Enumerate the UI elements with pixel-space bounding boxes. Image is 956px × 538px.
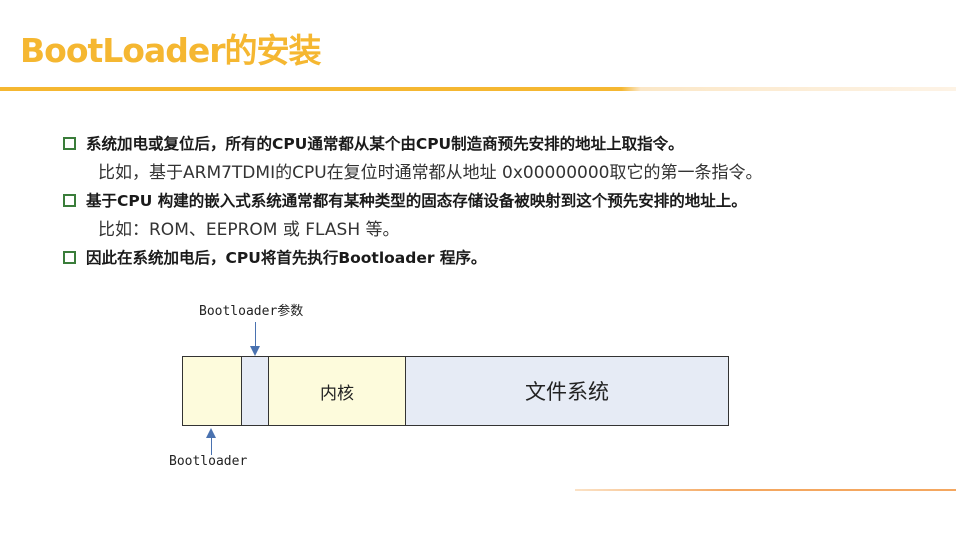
footer-divider <box>575 489 956 491</box>
segment-kernel: 内核 <box>268 356 406 426</box>
segment-bootloader <box>182 356 242 426</box>
bullet-3-text: 因此在系统加电后，CPU将首先执行Bootloader 程序。 <box>86 249 487 267</box>
bullet-2-sub: 比如：ROM、EEPROM 或 FLASH 等。 <box>98 220 400 240</box>
bootloader-arrow-line <box>211 437 212 455</box>
bullet-1: 系统加电或复位后，所有的CPU通常都从某个由CPU制造商预先安排的地址上取指令。 <box>63 132 684 154</box>
bootloader-params-label: Bootloader参数 <box>199 304 304 319</box>
segment-filesystem: 文件系统 <box>405 356 729 426</box>
checkbox-bullet-icon <box>63 136 76 150</box>
bootloader-label: Bootloader <box>169 454 248 469</box>
params-arrow-line <box>255 322 256 348</box>
bullet-1-text: 系统加电或复位后，所有的CPU通常都从某个由CPU制造商预先安排的地址上取指令。 <box>86 135 684 153</box>
bullet-3: 因此在系统加电后，CPU将首先执行Bootloader 程序。 <box>63 246 486 268</box>
bullet-1-sub: 比如，基于ARM7TDMI的CPU在复位时通常都从地址 0x00000000取它… <box>98 163 763 183</box>
bullet-2-text: 基于CPU 构建的嵌入式系统通常都有某种类型的固态存储设备被映射到这个预先安排的… <box>86 192 747 210</box>
slide-title: BootLoader的安装 <box>20 31 322 70</box>
bullet-2: 基于CPU 构建的嵌入式系统通常都有某种类型的固态存储设备被映射到这个预先安排的… <box>63 189 747 211</box>
checkbox-bullet-icon <box>63 193 76 207</box>
arrow-down-icon <box>250 346 260 356</box>
title-underline <box>0 87 956 91</box>
checkbox-bullet-icon <box>63 250 76 264</box>
arrow-up-icon <box>206 428 216 438</box>
segment-bootloader-params <box>241 356 269 426</box>
